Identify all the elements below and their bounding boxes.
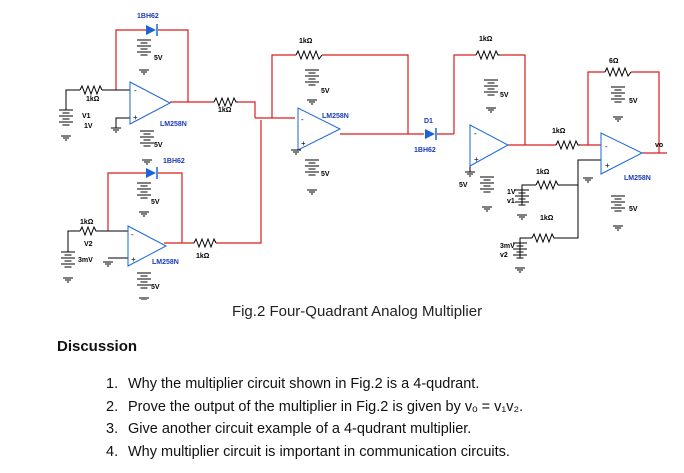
svg-text:1kΩ: 1kΩ [299,38,313,45]
circuit-schematic: - + LM258N - + LM258N - + LM258N - + - +… [58,13,667,300]
svg-text:1V: 1V [84,123,93,130]
opamp-u4: - + [469,124,510,167]
supply-labels: 5V 5V 5V 5V 5V 5V 5V 5V 5V 5V [151,55,638,291]
svg-text:1BH62: 1BH62 [414,147,436,154]
resistors [79,49,632,249]
svg-text:-: - [134,86,137,95]
svg-text:D1: D1 [424,118,433,125]
svg-text:5V: 5V [629,206,638,213]
output-label: vo [655,142,663,149]
svg-text:+: + [131,255,136,264]
resistor-labels: 1kΩ 1kΩ 1kΩ 1kΩ 1kΩ 1kΩ 1kΩ 6Ω 1kΩ 1kΩ [80,36,619,260]
figure-caption: Fig.2 Four-Quadrant Analog Multiplier [231,303,483,320]
svg-text:3mV: 3mV [500,243,515,250]
svg-text:1kΩ: 1kΩ [552,128,566,135]
svg-text:5V: 5V [321,88,330,95]
svg-text:v2: v2 [500,252,508,259]
opamp-u2-model: LM258N [322,113,349,120]
list-item: 1.Why the multiplier circuit shown in Fi… [106,376,480,392]
svg-text:V2: V2 [84,241,93,248]
diode-bottom: 1BH62 [146,158,185,179]
svg-text:-: - [301,115,304,124]
svg-text:1kΩ: 1kΩ [479,36,493,43]
opamp-u2: - + LM258N [297,107,349,151]
svg-text:v1: v1 [507,198,515,205]
svg-text:1kΩ: 1kΩ [218,107,232,114]
svg-text:+: + [474,155,479,164]
svg-text:5V: 5V [151,199,160,206]
svg-text:-: - [474,129,477,138]
list-item: 2.Prove the output of the multiplier in … [106,398,524,415]
svg-text:1kΩ: 1kΩ [536,169,550,176]
svg-text:+: + [133,113,138,122]
opamp-u3-model: LM258N [152,259,179,266]
source-labels: V1 1V V2 3mV 1V v1 3mV v2 vo [78,113,663,264]
list-item: 3.Give another circuit example of a 4-qu… [106,421,472,437]
discussion-title: Discussion [57,338,138,355]
diode-d1: D1 1BH62 [414,118,437,154]
opamp-u5: - + LM258N [600,132,651,182]
opamp-u5-model: LM258N [624,175,651,182]
svg-text:-: - [131,230,134,239]
svg-text:-: - [605,142,608,151]
svg-text:5V: 5V [321,171,330,178]
list-item: 4.Why multiplier circuit is important in… [106,443,510,460]
svg-text:1kΩ: 1kΩ [540,215,554,222]
svg-text:3mV: 3mV [78,257,93,264]
question-list: 1.Why the multiplier circuit shown in Fi… [106,373,523,463]
svg-text:5V: 5V [459,182,468,189]
svg-text:5V: 5V [500,92,509,99]
wires-red [107,29,667,244]
svg-text:+: + [301,139,306,148]
svg-text:V1: V1 [82,113,91,120]
opamp-u1-model: LM258N [160,121,187,128]
svg-text:5V: 5V [154,142,163,149]
svg-text:5V: 5V [629,98,638,105]
svg-text:6Ω: 6Ω [609,58,619,65]
svg-text:1kΩ: 1kΩ [196,253,210,260]
diode-top: 1BH62 [137,13,159,36]
svg-text:1BH62: 1BH62 [163,158,185,165]
svg-text:1BH62: 1BH62 [137,13,159,20]
svg-text:5V: 5V [151,284,160,291]
opamp-u1: - + LM258N [129,81,187,128]
svg-text:1kΩ: 1kΩ [80,219,94,226]
opamp-u3: - + LM258N [127,225,179,267]
svg-text:+: + [605,161,610,170]
svg-text:1V: 1V [507,189,516,196]
svg-text:5V: 5V [154,55,163,62]
svg-text:1kΩ: 1kΩ [86,96,100,103]
